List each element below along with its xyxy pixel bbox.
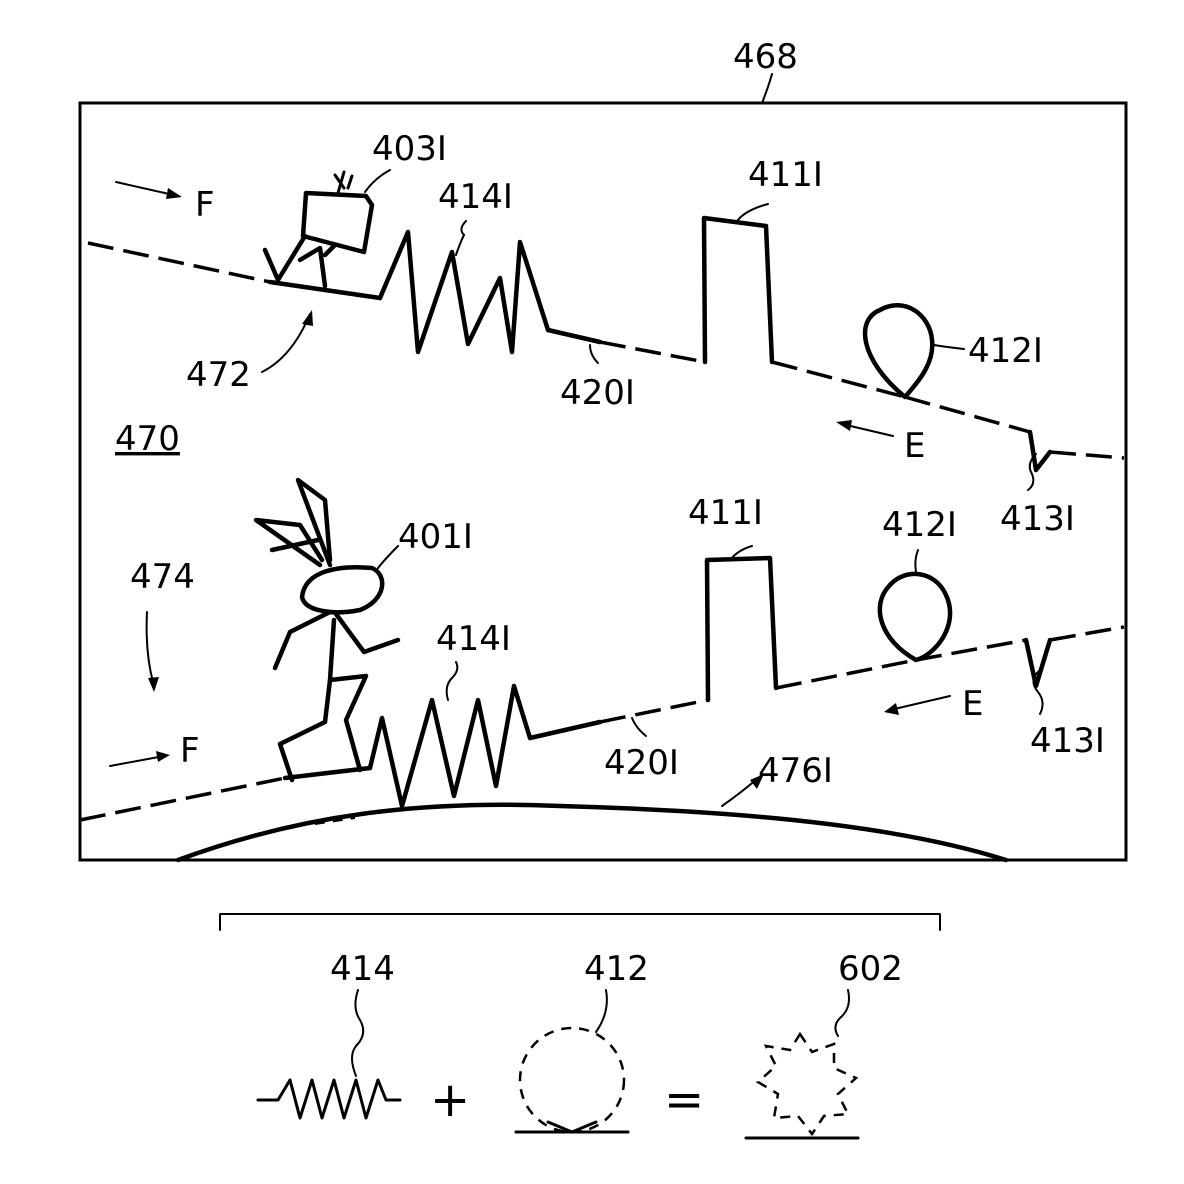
course-lower-leader	[145, 611, 154, 683]
character-401i-leader	[377, 545, 399, 569]
dir-f-lower-label: F	[180, 731, 200, 771]
lower-path-start	[79, 776, 286, 822]
character-401i-label: 401I	[398, 517, 473, 557]
arrow-f-lower	[109, 755, 165, 767]
upper-path-label: 420I	[560, 373, 635, 413]
upper-loop-label: 412I	[968, 331, 1043, 371]
upper-path-base	[267, 279, 383, 301]
upper-spring	[377, 229, 551, 355]
ground-label: 476I	[758, 751, 833, 791]
legend-412-leader	[595, 989, 608, 1033]
course-upper-leader	[261, 313, 311, 373]
upper-path-leader	[589, 344, 599, 364]
legend-plus: +	[430, 1072, 470, 1128]
lower-spring-leader	[445, 661, 459, 701]
lower-dip-leader	[1032, 669, 1044, 715]
lower-spring	[367, 683, 533, 809]
character-401i	[253, 477, 401, 783]
screen-leader	[761, 73, 773, 104]
dir-e-lower-label: E	[962, 684, 983, 724]
upper-spring-leader	[455, 220, 467, 256]
upper-block-label: 411I	[748, 155, 823, 195]
lower-path-label: 420I	[604, 743, 679, 783]
course-upper-arrowhead	[302, 310, 313, 326]
screen-frame	[78, 101, 1128, 862]
arrow-e-upper-head	[836, 420, 852, 431]
screen-label: 468	[733, 37, 798, 77]
legend-equals: =	[664, 1072, 704, 1128]
upper-path-after-block	[771, 360, 906, 399]
game-area-label: 470	[115, 419, 180, 459]
legend-414-label: 414	[330, 949, 395, 989]
character-403i-leader	[364, 169, 391, 193]
arrow-f-lower-head	[156, 751, 170, 762]
legend-414-leader	[351, 989, 365, 1077]
arrow-f-upper-head	[166, 188, 182, 199]
ground-arc	[175, 802, 1009, 863]
upper-dip-leader	[1027, 453, 1037, 491]
dir-f-upper-label: F	[195, 185, 215, 225]
upper-dip-label: 413I	[1000, 499, 1075, 539]
course-upper-label: 472	[186, 355, 251, 395]
lower-path-tail	[1049, 625, 1125, 642]
lower-loop-leader	[914, 549, 919, 573]
lower-path-mid-dash	[599, 698, 709, 724]
ground-arrowhead	[750, 774, 764, 789]
lower-dip-label: 413I	[1030, 721, 1105, 761]
lower-path-end	[915, 638, 1027, 662]
upper-path-mid-dash	[599, 340, 706, 364]
lower-spring-label: 414I	[436, 619, 511, 659]
lower-loop-label: 412I	[882, 505, 957, 545]
lower-block-leader	[729, 545, 753, 561]
upper-path-tail	[1049, 450, 1125, 460]
legend-star-602	[744, 1031, 860, 1140]
lower-block	[704, 555, 779, 703]
arrow-e-lower	[889, 695, 951, 711]
legend-spring-414	[256, 1078, 402, 1120]
legend-412-label: 412	[584, 949, 649, 989]
upper-spring-label: 414I	[438, 177, 513, 217]
course-lower-arrowhead	[148, 677, 159, 692]
lower-path-after-block	[775, 658, 917, 690]
upper-block-leader	[737, 203, 769, 221]
character-403i-label: 403I	[372, 129, 447, 169]
upper-loop-leader	[933, 344, 965, 350]
lower-path-base	[282, 765, 373, 781]
upper-block	[701, 215, 775, 365]
legend-602-label: 602	[838, 949, 903, 989]
legend-bracket	[219, 913, 941, 931]
course-lower-label: 474	[130, 557, 195, 597]
lower-loop	[877, 571, 953, 663]
ground-arc-edge	[314, 817, 356, 825]
lower-dip	[1023, 637, 1053, 689]
character-403i	[262, 170, 375, 289]
dir-e-upper-label: E	[904, 426, 925, 466]
arrow-e-lower-head	[884, 703, 899, 715]
legend-602-leader	[834, 989, 850, 1037]
upper-path-mid	[545, 327, 603, 345]
lower-path-leader	[631, 717, 647, 737]
upper-path-end	[904, 395, 1031, 434]
lower-block-label: 411I	[688, 493, 763, 533]
upper-dip	[1027, 429, 1053, 473]
upper-path-start	[87, 241, 271, 284]
upper-loop	[862, 303, 935, 400]
lower-path-mid	[527, 719, 603, 741]
legend-loop-412	[514, 1026, 630, 1134]
